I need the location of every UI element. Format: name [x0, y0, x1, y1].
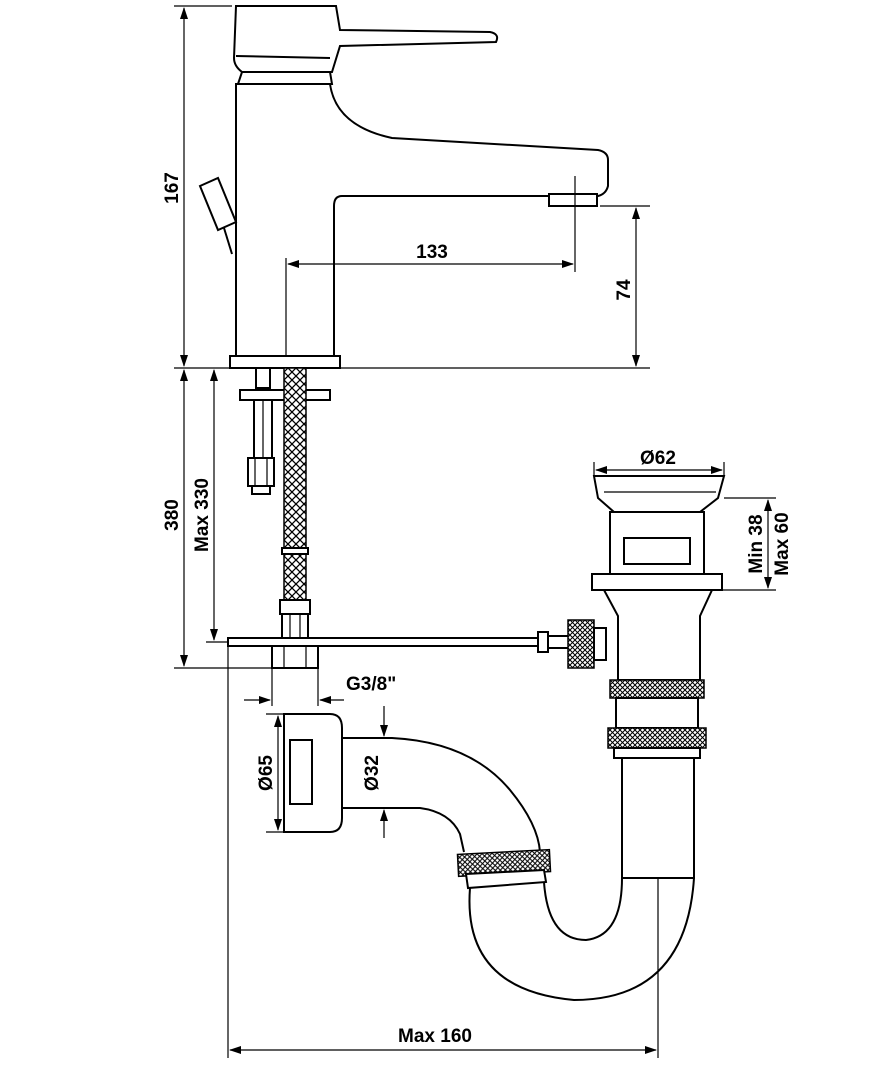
lever-handle	[232, 5, 499, 73]
dimension-lines	[174, 5, 776, 1058]
p-trap	[283, 713, 695, 1002]
label-waste-min: Min 38	[746, 514, 767, 573]
popup-knob	[198, 176, 238, 232]
label-max-projection: Max 160	[398, 1026, 472, 1047]
aerator	[548, 193, 598, 207]
label-flange-diameter: Ø65	[256, 755, 277, 791]
popup-waste	[591, 475, 726, 879]
u-bend	[468, 877, 695, 1002]
label-pipe-diameter: Ø32	[362, 755, 383, 791]
braided-hose	[283, 367, 307, 609]
label-waste-max: Max 60	[772, 512, 793, 575]
label-rod-max: Max 330	[192, 478, 213, 552]
label-hose-length: 380	[162, 499, 183, 531]
dimension-labels: 167 133 74 380 Max 330 G3/8" Ø62 Min 38 …	[162, 172, 793, 1047]
tap-base	[229, 355, 341, 369]
label-spout-reach: 133	[416, 242, 448, 263]
tap-fixings	[239, 367, 331, 669]
mixer-tap	[198, 5, 609, 369]
label-thread: G3/8"	[346, 674, 396, 695]
label-tap-height: 167	[162, 172, 183, 204]
label-spout-clearance: 74	[614, 279, 635, 301]
tap-body	[235, 83, 609, 357]
label-waste-diameter: Ø62	[640, 448, 676, 469]
waste-cap	[592, 475, 726, 513]
